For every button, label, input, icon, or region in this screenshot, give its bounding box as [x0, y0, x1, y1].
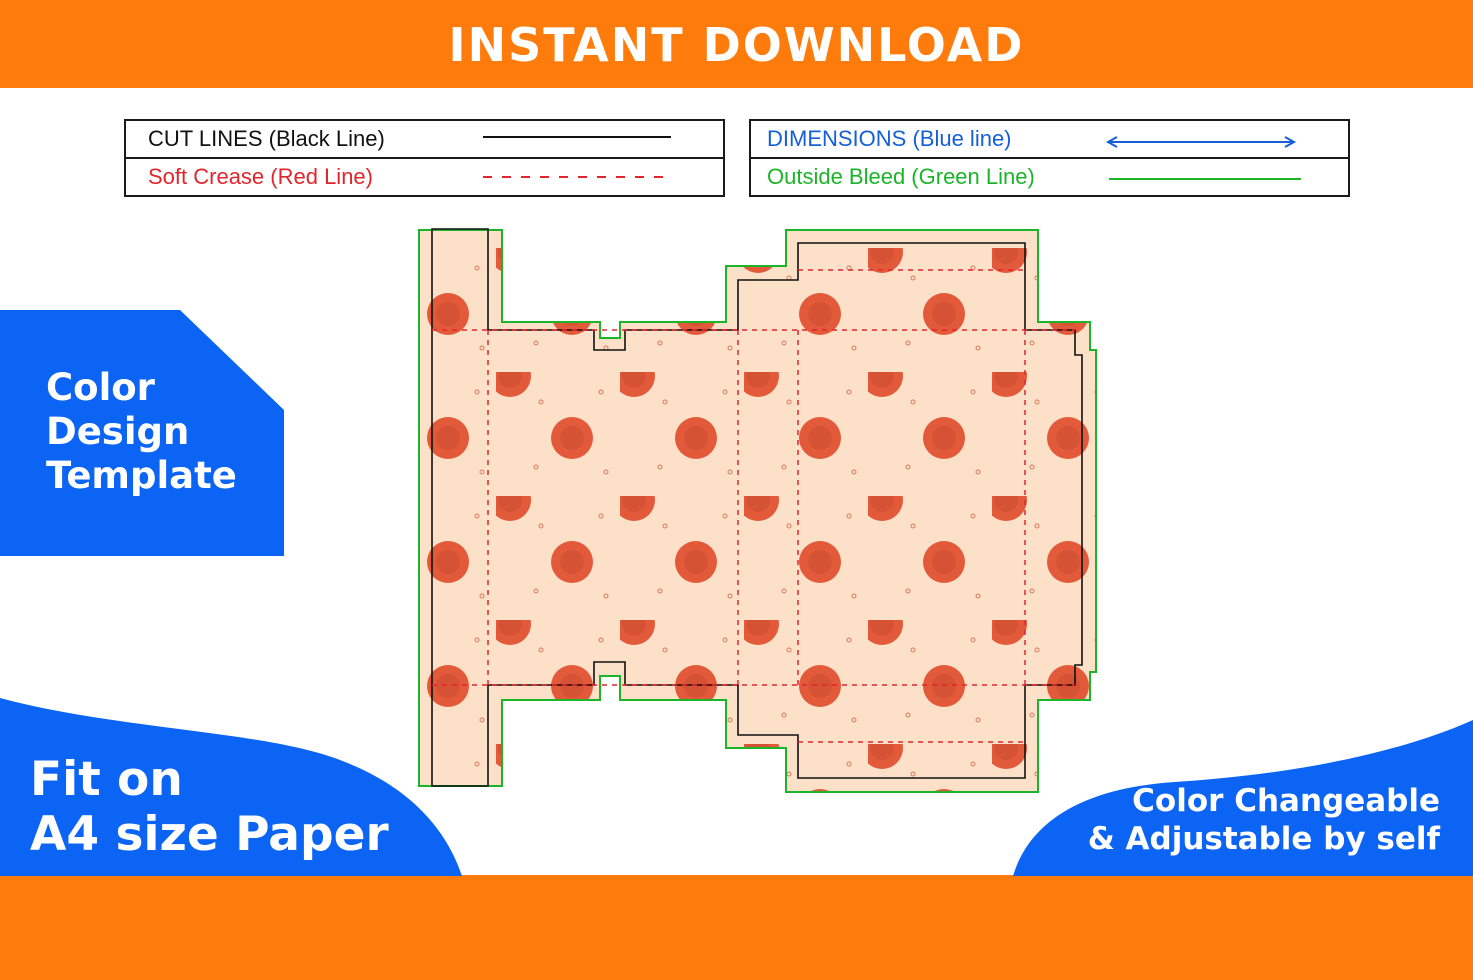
crease-lines — [432, 269, 1075, 743]
top-banner: INSTANT DOWNLOAD — [0, 0, 1473, 88]
right-wave — [1013, 720, 1473, 876]
legend-crease-label: Soft Crease (Red Line) — [148, 164, 373, 189]
legend-right: DIMENSIONS (Blue line) Outside Bleed (Gr… — [749, 119, 1350, 197]
fit-line-1: Fit on — [30, 752, 183, 807]
changeable-text: Color Changeable & Adjustable by self — [1000, 782, 1440, 858]
cut-outline — [431, 228, 1083, 787]
bottom-banner — [0, 875, 1473, 980]
bleed-line-sample — [1109, 178, 1301, 180]
cut-line-sample — [483, 136, 671, 138]
legend-row-crease: Soft Crease (Red Line) — [126, 159, 723, 195]
changeable-line-1: Color Changeable — [1132, 783, 1440, 819]
fit-line-2: A4 size Paper — [30, 807, 389, 862]
crease-line-sample — [483, 176, 671, 178]
panel-line-2: Design — [46, 410, 190, 453]
dimension-arrow-sample — [1105, 136, 1297, 148]
legend-row-cut: CUT LINES (Black Line) — [126, 121, 723, 159]
legend-bleed-label: Outside Bleed (Green Line) — [767, 164, 1035, 189]
legend-cut-label: CUT LINES (Black Line) — [148, 126, 385, 151]
banner-title: INSTANT DOWNLOAD — [448, 18, 1025, 72]
bleed-outline — [418, 229, 1097, 793]
panel-line-3: Template — [46, 454, 237, 497]
legend-row-dimensions: DIMENSIONS (Blue line) — [751, 121, 1348, 159]
panel-text: Color Design Template — [46, 366, 237, 498]
legend-row-bleed: Outside Bleed (Green Line) — [751, 159, 1348, 195]
changeable-line-2: & Adjustable by self — [1087, 821, 1440, 857]
left-wave — [0, 698, 462, 876]
legend-left: CUT LINES (Black Line) Soft Crease (Red … — [124, 119, 725, 197]
fit-a4-text: Fit on A4 size Paper — [30, 752, 389, 862]
panel-line-1: Color — [46, 366, 155, 409]
legend-dimensions-label: DIMENSIONS (Blue line) — [767, 126, 1012, 151]
